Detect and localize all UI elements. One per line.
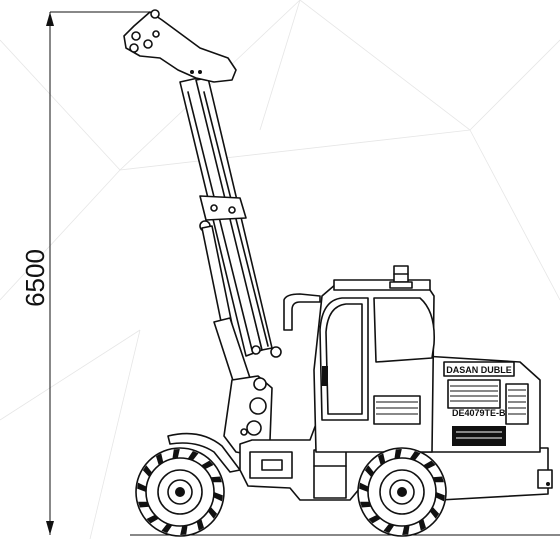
pivot-pin [129,43,139,53]
tire-lug [210,476,222,483]
tire-lug [180,525,188,535]
boom-pivot-pin [270,346,282,358]
tire-lug [156,453,164,466]
pivot-pin [152,30,160,38]
arrow-icon [46,12,54,26]
height-dimension-label: 6500 [20,249,50,307]
tire-lug [368,514,381,524]
engine-hood: DASAN DUBLE DE4079TE-B [423,355,541,453]
beacon-light-icon [389,265,413,289]
door-handle [322,366,328,386]
tire-lug [207,506,218,519]
cab-lower-panel [373,395,421,425]
front-hub [175,487,185,497]
height-dimension: 6500 [20,11,155,535]
tire-lug [383,523,395,533]
tire-lug [418,518,426,531]
brand-plate [443,361,515,377]
tire-lug [359,482,369,492]
tire-lug [429,506,440,519]
tire-lug [423,460,436,470]
model-text: DE4079TE-B [452,408,506,418]
tire-lug [172,449,180,459]
tire-lug [435,492,445,502]
pivot-pin [150,9,160,19]
rear-wheel [357,447,447,537]
pivot-pin [143,39,153,49]
front-wheel [135,447,225,537]
cab-side-window [373,297,436,363]
tire-lug [432,476,444,483]
tire-lug [409,451,421,461]
brand-text: DASAN DUBLE [446,365,512,375]
tire-lug [138,501,150,508]
operator-cab [283,265,436,453]
tire-lug [364,465,375,478]
pivot-pin [131,31,141,41]
cab-door-glass [325,303,363,415]
tire-lug [402,525,410,535]
tire-lug [146,514,159,524]
engine-grille [447,379,529,425]
fuel-tank [313,449,347,499]
cab-roof [333,279,431,291]
boom-head [123,11,237,83]
tire-lug [142,465,153,478]
boom-mid-bracket [199,195,247,221]
tire-lug [378,453,386,466]
tire-lug [161,523,173,533]
tire-lug [394,449,402,459]
front-frame [167,375,273,473]
front-fender [167,432,241,473]
tire-lug [360,501,372,508]
tire-lug [213,492,223,502]
side-vent [452,426,506,446]
tire-lug [196,518,204,531]
telescopic-boom [123,9,282,397]
tire-lug [201,460,214,470]
arrow-icon [46,521,54,535]
rear-hub [397,487,407,497]
tire-lug [137,482,147,492]
tire-lug [187,451,199,461]
rear-counterweight [537,469,553,489]
handrail [283,293,321,331]
